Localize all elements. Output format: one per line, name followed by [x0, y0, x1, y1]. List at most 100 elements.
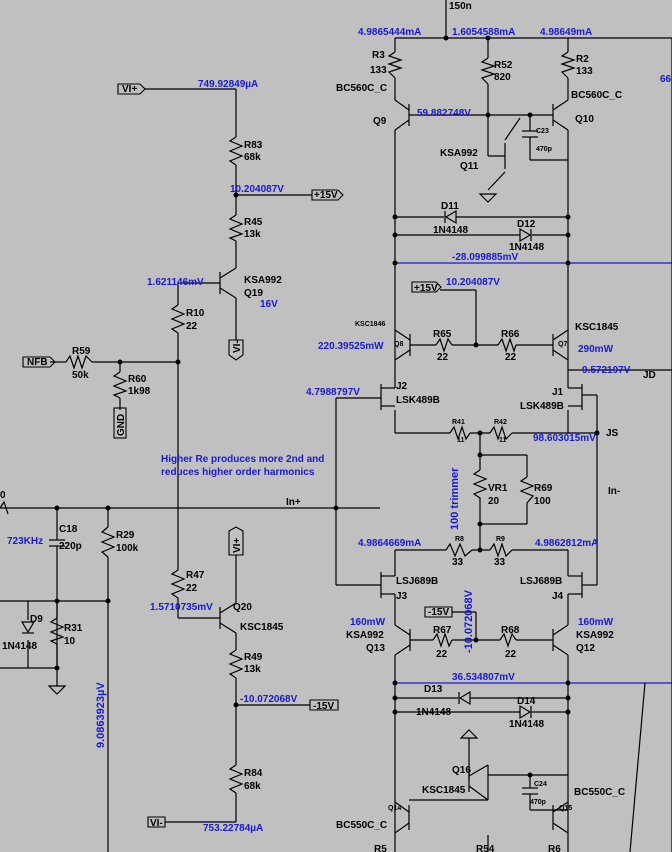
label-q14: Q14 [388, 805, 401, 812]
resistor-symbols [0, 51, 576, 794]
net-vi-minus-bottom: VI- [150, 818, 163, 829]
label-q20: Q20 [233, 602, 252, 613]
net-in-plus: In+ [286, 497, 301, 508]
label-j1: J1 [552, 387, 564, 398]
annotation-i-r3: 4.9865444mA [358, 27, 421, 38]
label-c24-val: 470p [530, 799, 546, 806]
diode-symbols [20, 209, 532, 720]
label-q15-model: BC550C_C [574, 787, 625, 798]
label-r45-val: 13k [244, 229, 261, 240]
annotation-i-r84: 753.22784µA [203, 823, 263, 834]
annotation-i-r8: 4.9864669mA [358, 538, 421, 549]
net-minus15-b: -15V [313, 701, 334, 712]
label-r69: R69 [534, 483, 553, 494]
label-r10-val: 22 [186, 321, 198, 332]
label-c23-val: 470p [536, 146, 552, 153]
label-j2: J2 [396, 381, 408, 392]
label-r3-val: 133 [370, 65, 387, 76]
label-q8-model: KSC1846 [355, 321, 385, 328]
label-c24: C24 [534, 781, 547, 788]
label-r3: R3 [372, 50, 385, 61]
label-r84: R84 [244, 768, 263, 779]
label-j4-model: LSJ689B [520, 576, 562, 587]
annotation-v-r49: -10.072068V [240, 694, 298, 705]
label-q11: Q11 [460, 161, 479, 172]
net-jd: JD [643, 370, 656, 381]
annotation-p-q19: 16V [260, 299, 278, 310]
label-d11-model: 1N4148 [433, 225, 468, 236]
label-q15: Q15 [559, 805, 572, 812]
transistor-symbols [219, 99, 583, 834]
net-plus15-a: +15V [314, 190, 338, 201]
label-d9-model: 1N4148 [2, 641, 37, 652]
net-plus15-b: +15V [414, 283, 438, 294]
label-q13: Q13 [366, 643, 385, 654]
net-vi-plus-q20: VI+ [232, 538, 243, 553]
note-line-2: reduces higher order harmonics [161, 467, 315, 478]
label-j2-model: LSK489B [396, 395, 440, 406]
annotation-freq: 723KHz [7, 536, 43, 547]
label-r68: R68 [501, 625, 520, 636]
label-r42: R42 [494, 419, 507, 426]
label-q9-model: BC560C_C [336, 83, 387, 94]
annotation-i-r2: 4.98649mA [540, 27, 592, 38]
annotation-v-r83: 10.204087V [230, 184, 284, 195]
annotation-v-js: 98.603015mV [533, 433, 596, 444]
label-d14: D14 [517, 696, 536, 707]
label-q14-model: BC550C_C [336, 820, 387, 831]
label-q12: Q12 [576, 643, 595, 654]
label-r42-val: 11 [499, 437, 507, 444]
annotation-trimmer: 100 trimmer [449, 467, 461, 530]
label-j3: J3 [396, 591, 408, 602]
label-c23: C23 [536, 128, 549, 135]
label-r67: R67 [433, 625, 452, 636]
label-r65: R65 [433, 329, 452, 340]
label-r59-val: 50k [72, 370, 89, 381]
label-d14-model: 1N4148 [509, 719, 544, 730]
label-q19-model: KSA992 [244, 275, 282, 286]
label-r31-val: 10 [64, 636, 76, 647]
label-r60-val: 1k98 [128, 386, 151, 397]
label-r5: R5 [374, 844, 387, 852]
annotation-i-r52: 1.6054588mA [452, 27, 515, 38]
annotation-v-q20: 1.5710735mV [150, 602, 213, 613]
label-vr1: VR1 [488, 483, 508, 494]
label-r49: R49 [244, 652, 263, 663]
label-r29-val: 100k [116, 543, 139, 554]
annotation-i-left-vertical: 9.0863923µV [95, 682, 107, 748]
label-r6: R6 [548, 844, 561, 852]
label-r9-val: 33 [494, 557, 506, 568]
net-in-minus: In- [608, 486, 620, 497]
annotation-right-cut: 66 [660, 74, 672, 85]
annotation-p-q13: 160mW [350, 617, 386, 628]
label-r41-val: 11 [457, 437, 465, 444]
label-r52-val: 820 [494, 72, 511, 83]
annotation-p-q8: 220.39525mW [318, 341, 384, 352]
label-d13: D13 [424, 684, 443, 695]
label-r52: R52 [494, 60, 513, 71]
label-r54: R54 [476, 844, 495, 852]
label-r47: R47 [186, 570, 205, 581]
label-r41: R41 [452, 419, 465, 426]
label-d9: D9 [30, 614, 43, 625]
label-c18: C18 [59, 524, 78, 535]
label-q12-model: KSA992 [576, 630, 614, 641]
net-minus15-a: -15V [428, 607, 449, 618]
label-q7-model: KSC1845 [575, 322, 619, 333]
net-nfb: NFB [27, 357, 48, 368]
annotation-i-r9: 4.9862812mA [535, 538, 598, 549]
label-r45: R45 [244, 217, 263, 228]
label-d12: D12 [517, 219, 536, 230]
annotation-p-q12: 160mW [578, 617, 614, 628]
annotation-v-q19: 1.621146mV [147, 277, 204, 288]
label-q10: Q10 [575, 114, 594, 125]
label-r59: R59 [72, 346, 91, 357]
net-vi-plus-top: VI+ [122, 84, 137, 95]
annotation-zero-left: 0 [0, 490, 6, 501]
annotation-150n: 150n [449, 1, 472, 12]
label-r65-val: 22 [437, 352, 449, 363]
label-q13-model: KSA992 [346, 630, 384, 641]
label-vr1-val: 20 [488, 496, 500, 507]
label-q16-model: KSC1845 [422, 785, 466, 796]
